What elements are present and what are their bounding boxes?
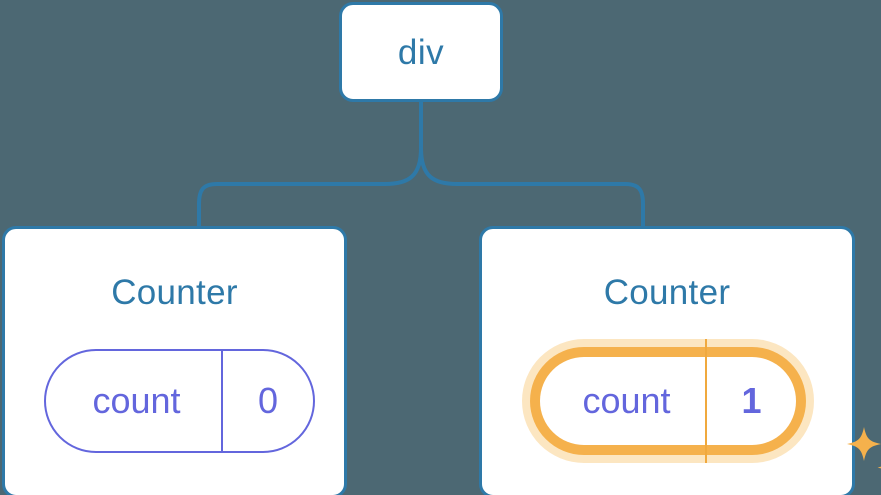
component-title: Counter (603, 273, 731, 312)
state-pill-count[interactable]: count 1 (540, 339, 796, 463)
state-key-label: count (92, 380, 181, 421)
state-pill-count[interactable]: count 0 (44, 349, 315, 453)
state-value-label: 1 (705, 339, 796, 463)
component-title: Counter (111, 273, 238, 312)
sparkle-icon (847, 427, 881, 469)
component-card-counter-right[interactable]: Counter count 1 (479, 226, 881, 495)
root-node-label: div (397, 32, 445, 72)
state-value-label: 0 (221, 351, 313, 451)
component-card-counter-left[interactable]: Counter count 0 (2, 226, 347, 495)
state-key-label: count (582, 380, 671, 421)
state-pill-wrapper-highlighted: count 1 (522, 339, 881, 469)
root-node-div[interactable]: div (339, 2, 503, 102)
state-pill-wrapper: count 0 (44, 349, 315, 453)
